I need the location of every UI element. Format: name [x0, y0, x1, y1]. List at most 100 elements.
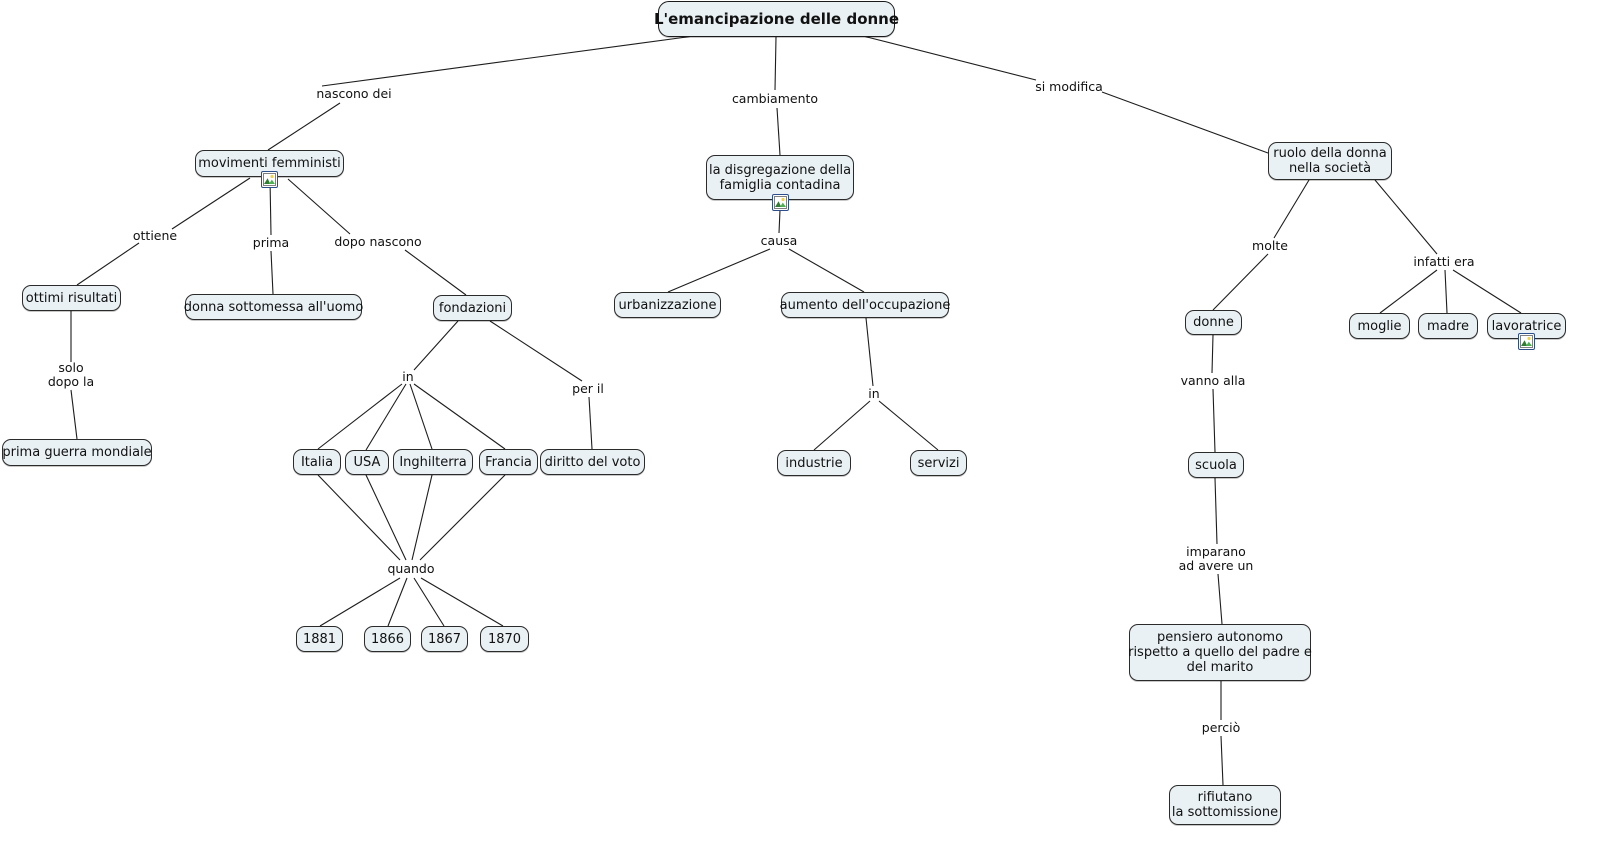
node-label: ottimi risultati — [25, 290, 118, 306]
edge-ruolo-to-l-infattiera — [1374, 179, 1438, 255]
edge-root-to-l-simodifica — [862, 35, 1037, 81]
edge-l-in1-to-italia — [317, 383, 403, 450]
node-label: donna sottomessa all'uomo — [183, 299, 364, 315]
edge-fondazioni-to-l-in1 — [413, 320, 459, 371]
node-label: movimenti femministi — [198, 156, 341, 171]
node-lavoratrice[interactable]: lavoratrice — [1487, 313, 1566, 339]
image-attachment-icon[interactable] — [1518, 333, 1535, 350]
edge-label-percio[interactable]: perciò — [1201, 720, 1241, 735]
node-label: Francia — [485, 454, 532, 470]
edge-label-quando[interactable]: quando — [387, 561, 435, 576]
image-attachment-icon[interactable] — [261, 171, 278, 188]
node-y1881[interactable]: 1881 — [296, 626, 343, 652]
edge-l-causa-to-urbanizzazione — [667, 248, 771, 293]
node-moglie[interactable]: moglie — [1349, 313, 1410, 339]
edge-l-in1-to-inghilterra — [409, 383, 433, 450]
image-attachment-icon[interactable] — [771, 194, 789, 211]
node-label: pensiero autonomo rispetto a quello del … — [1128, 630, 1312, 675]
node-scuola[interactable]: scuola — [1188, 452, 1244, 478]
node-label: prima guerra mondiale — [2, 445, 152, 460]
edge-donne-to-l-vannoalla — [1211, 334, 1214, 374]
node-fondazioni[interactable]: fondazioni — [433, 295, 512, 321]
node-madre[interactable]: madre — [1418, 313, 1478, 339]
edge-l-causa-to-aumento — [788, 248, 865, 293]
node-industrie[interactable]: industrie — [777, 450, 851, 476]
node-label: Italia — [300, 454, 334, 470]
edge-l-infattiera-to-moglie — [1379, 269, 1438, 314]
edge-label-solodopola[interactable]: solo dopo la — [47, 360, 95, 389]
node-label: scuola — [1195, 457, 1237, 473]
edge-l-nascono-to-movimenti — [267, 102, 341, 151]
node-francia[interactable]: Francia — [479, 449, 538, 475]
edge-l-infattiera-to-madre — [1444, 269, 1448, 314]
node-root[interactable]: L'emancipazione delle donne — [654, 1, 899, 37]
node-label: diritto del voto — [544, 454, 641, 470]
edge-label-peril[interactable]: per il — [572, 381, 604, 396]
node-label: ruolo della donna nella società — [1273, 146, 1387, 176]
edge-label-in2[interactable]: in — [868, 386, 880, 401]
edge-l-quando-to-y1867 — [413, 577, 445, 627]
edge-l-cambiamento-to-disgregazione — [776, 107, 781, 156]
edge-label-vannoalla[interactable]: vanno alla — [1180, 373, 1246, 388]
edge-label-infattiera[interactable]: infatti era — [1413, 254, 1475, 269]
node-aumento[interactable]: aumento dell'occupazione — [780, 292, 950, 318]
edge-label-cambiamento[interactable]: cambiamento — [731, 91, 819, 106]
node-label: industrie — [785, 455, 843, 471]
edge-l-peril-to-voto — [588, 396, 593, 450]
node-label: 1881 — [302, 631, 337, 647]
node-label: L'emancipazione delle donne — [653, 9, 900, 28]
edge-root-to-l-cambiamento — [774, 36, 777, 91]
node-label: la disgregazione della famiglia contadin… — [708, 162, 852, 193]
node-label: 1866 — [370, 631, 405, 647]
node-pensiero[interactable]: pensiero autonomo rispetto a quello del … — [1128, 624, 1312, 681]
node-label: madre — [1427, 318, 1469, 334]
node-label: moglie — [1357, 318, 1402, 334]
node-sottomessa[interactable]: donna sottomessa all'uomo — [183, 294, 364, 320]
node-label: USA — [353, 455, 381, 470]
edge-label-molte[interactable]: molte — [1252, 238, 1288, 253]
node-ottimi[interactable]: ottimi risultati — [22, 285, 121, 311]
node-urbanizzazione[interactable]: urbanizzazione — [614, 292, 721, 318]
edge-label-doponascono[interactable]: dopo nascono — [334, 234, 422, 249]
node-label: lavoratrice — [1491, 318, 1562, 334]
edge-l-percio-to-rifiutano — [1220, 735, 1224, 786]
node-rifiutano[interactable]: rifiutano la sottomissione — [1169, 785, 1281, 825]
edge-label-in1[interactable]: in — [402, 369, 414, 384]
edge-label-nascono[interactable]: nascono dei — [316, 86, 392, 101]
edge-l-infattiera-to-lavoratrice — [1452, 269, 1522, 314]
edge-ruolo-to-l-molte — [1273, 179, 1310, 239]
node-movimenti[interactable]: movimenti femministi — [195, 150, 344, 177]
edge-l-prima-to-sottomessa — [270, 250, 274, 295]
edge-label-imparano[interactable]: imparano ad avere un — [1178, 544, 1254, 573]
edge-l-molte-to-donne — [1212, 253, 1269, 311]
edge-l-quando-to-y1866 — [387, 577, 408, 627]
edge-label-prima[interactable]: prima — [252, 235, 290, 250]
edge-italia-to-l-quando — [317, 474, 401, 561]
edge-l-in1-to-francia — [413, 383, 506, 450]
edge-label-simodifica[interactable]: si modifica — [1035, 79, 1103, 94]
edge-francia-to-l-quando — [419, 474, 506, 561]
edge-usa-to-l-quando — [365, 474, 407, 561]
node-italia[interactable]: Italia — [293, 449, 341, 475]
node-label: rifiutano la sottomissione — [1171, 790, 1279, 820]
node-y1866[interactable]: 1866 — [364, 626, 411, 652]
node-y1867[interactable]: 1867 — [421, 626, 468, 652]
node-inghilterra[interactable]: Inghilterra — [393, 449, 473, 475]
node-voto[interactable]: diritto del voto — [540, 449, 645, 475]
node-label: urbanizzazione — [618, 297, 717, 313]
edge-l-solodopola-to-pgm — [70, 389, 78, 440]
node-ruolo[interactable]: ruolo della donna nella società — [1268, 142, 1392, 180]
node-label: Inghilterra — [399, 454, 467, 470]
edge-label-causa[interactable]: causa — [760, 233, 798, 248]
node-y1870[interactable]: 1870 — [480, 626, 529, 652]
node-label: 1867 — [427, 631, 462, 647]
node-pgm[interactable]: prima guerra mondiale — [2, 439, 152, 466]
node-usa[interactable]: USA — [345, 450, 389, 475]
edge-l-imparano-to-pensiero — [1217, 573, 1223, 625]
node-servizi[interactable]: servizi — [910, 450, 967, 476]
edge-movimenti-to-l-ottiene — [171, 177, 251, 230]
edge-label-ottiene[interactable]: ottiene — [132, 228, 178, 243]
edge-inghilterra-to-l-quando — [411, 474, 433, 561]
edge-l-in2-to-industrie — [813, 400, 871, 451]
node-donne[interactable]: donne — [1185, 310, 1242, 335]
